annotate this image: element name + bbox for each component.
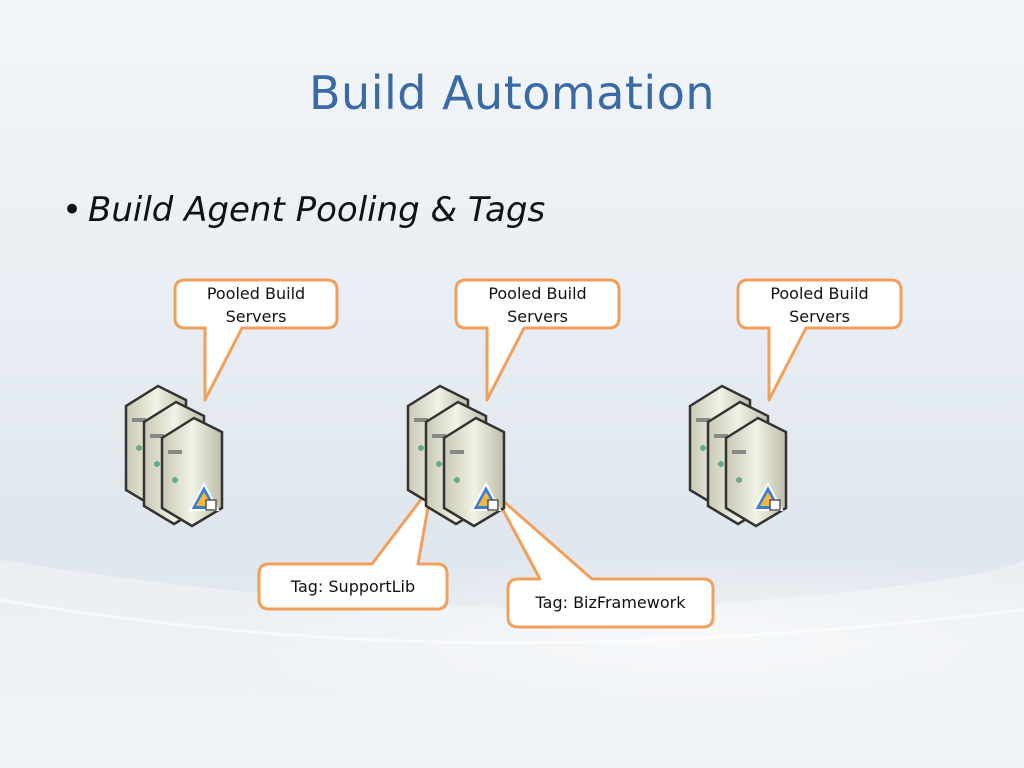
callout-pool-2-label: Pooled Build Servers xyxy=(456,282,619,328)
server-icon xyxy=(688,384,788,528)
callout-pool-1-label: Pooled Build Servers xyxy=(175,282,337,328)
callout-pool-2-line2: Servers xyxy=(507,307,568,326)
slide-title: Build Automation xyxy=(308,66,715,120)
build-agent-icon xyxy=(752,481,784,511)
callout-pool-2 xyxy=(454,278,621,402)
callout-pool-2-line1: Pooled Build xyxy=(488,284,587,303)
callout-tag-supportlib xyxy=(257,483,449,611)
callout-pool-3 xyxy=(736,278,903,402)
server-icon xyxy=(124,384,224,528)
bullet-text: Build Agent Pooling & Tags xyxy=(88,190,546,230)
tag-bizframework-label: Tag: BizFramework xyxy=(535,593,686,612)
tag-supportlib-label: Tag: SupportLib xyxy=(290,577,416,596)
callout-pool-3-label: Pooled Build Servers xyxy=(738,282,901,328)
bullet-item: •Build Agent Pooling & Tags xyxy=(62,190,545,230)
callout-tag-bizframework xyxy=(492,491,715,629)
server-icon xyxy=(406,384,506,528)
build-agent-icon xyxy=(470,481,502,511)
callout-pool-3-line1: Pooled Build xyxy=(770,284,869,303)
callout-pool-1-line2: Servers xyxy=(225,307,287,326)
callout-pool-1-line1: Pooled Build xyxy=(206,284,306,303)
build-agent-icon xyxy=(188,481,220,511)
callout-pool-1 xyxy=(173,278,339,402)
callout-pool-3-line2: Servers xyxy=(789,307,850,326)
server-stack-1 xyxy=(124,384,224,528)
server-stack-2 xyxy=(406,384,506,528)
server-stack-3 xyxy=(688,384,788,528)
bullet-marker: • xyxy=(62,190,83,230)
